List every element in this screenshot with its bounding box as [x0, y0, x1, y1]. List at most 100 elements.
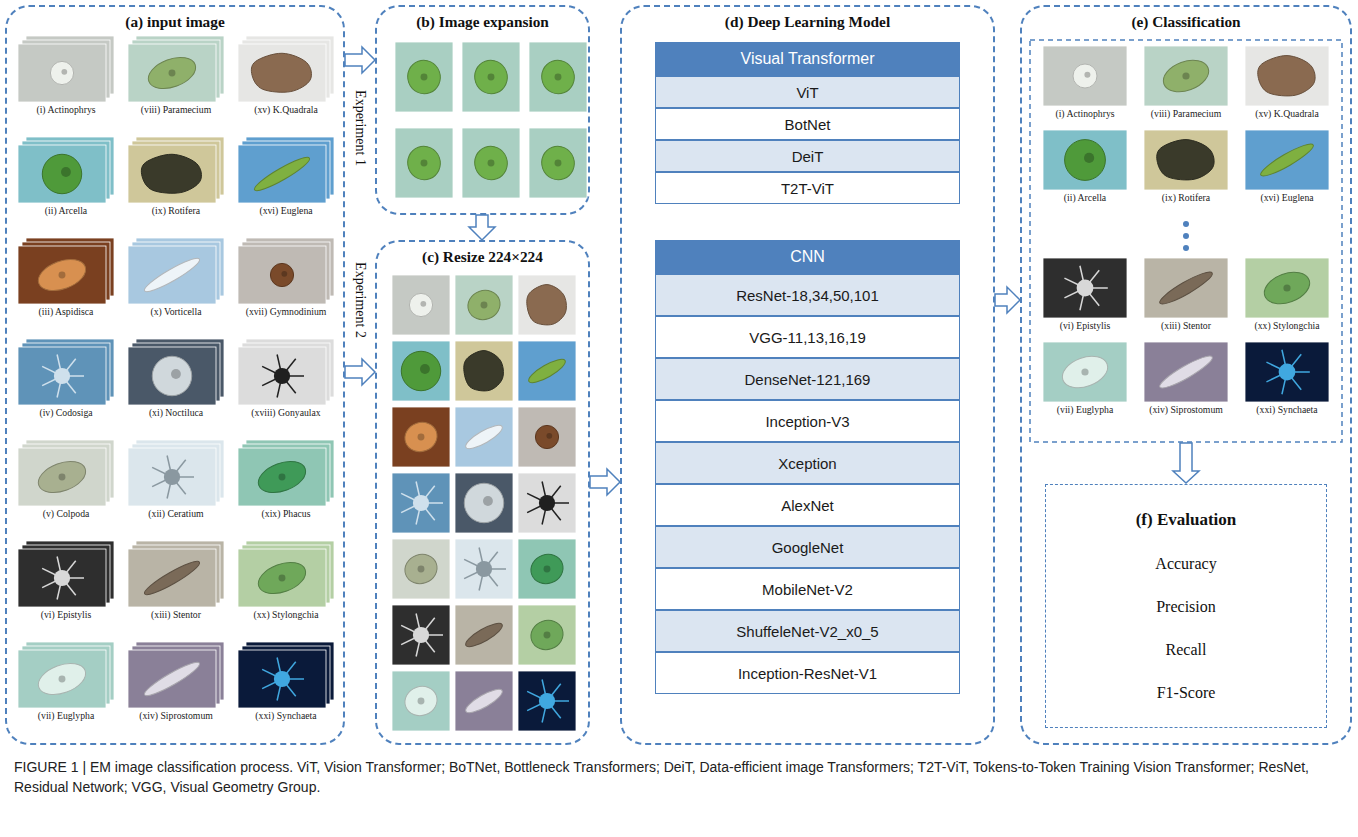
thumbnail-image [1238, 258, 1336, 318]
thumbnail-image [234, 137, 338, 203]
image-caption: (ii) Arcella [14, 205, 118, 216]
thumbnail-image [234, 440, 338, 506]
thumbnail: (xix) Phacus [234, 440, 338, 526]
model-box: DeiT [655, 140, 960, 172]
micrograph [462, 42, 520, 112]
thumbnail-image [14, 339, 118, 405]
micrograph [18, 44, 106, 102]
thumbnail: (xvi) Euglena [234, 137, 338, 223]
thumbnail: (xi) Noctiluca [124, 339, 228, 425]
panel-title: (f) Evaluation [1136, 510, 1237, 530]
micrograph [392, 539, 450, 599]
metric-name: F1-Score [1157, 684, 1216, 702]
thumbnail-image [14, 36, 118, 102]
image-caption: (xv) K.Quadrala [234, 104, 338, 115]
metric-name: Recall [1166, 641, 1207, 659]
model-box: T2T-ViT [655, 172, 960, 204]
micrograph [238, 347, 326, 405]
micrograph [1144, 130, 1228, 190]
header-text: CNN [790, 248, 825, 266]
thumbnail: (xxi) Synchaeta [234, 642, 338, 728]
thumbnail-image [1036, 46, 1134, 106]
image-caption: (vi) Epistylis [1036, 320, 1134, 331]
model-box: BotNet [655, 108, 960, 140]
thumbnail-image [234, 238, 338, 304]
model-name: BotNet [785, 116, 831, 133]
micrograph [395, 128, 453, 198]
model-name: VGG-11,13,16,19 [749, 329, 865, 346]
image-caption: (xiii) Stentor [124, 609, 228, 620]
thumbnail-image [234, 642, 338, 708]
image-grid [377, 242, 588, 743]
thumbnail-image [124, 137, 228, 203]
image-caption: (viii) Paramecium [124, 104, 228, 115]
panel-box: (d) Deep Learning ModelVisual Transforme… [620, 5, 995, 745]
model-name: MobileNet-V2 [762, 581, 853, 598]
header-text: Visual Transformer [741, 50, 875, 68]
panel-title: (d) Deep Learning Model [622, 13, 993, 31]
micrograph [1245, 258, 1329, 318]
thumbnail: (viii) Paramecium [124, 36, 228, 122]
micrograph [462, 128, 520, 198]
micrograph [128, 347, 216, 405]
thumbnail-image [14, 137, 118, 203]
image-caption: (xx) Stylongchia [234, 609, 338, 620]
thumbnail-image [1238, 130, 1336, 190]
image-caption: (vi) Epistylis [14, 609, 118, 620]
thumbnail-image [124, 36, 228, 102]
micrograph [18, 246, 106, 304]
thumbnail: (xvii) Gymnodinium [234, 238, 338, 324]
micrograph [518, 473, 576, 533]
micrograph [1245, 130, 1329, 190]
micrograph [128, 650, 216, 708]
image-caption: (xxi) Synchaeta [234, 710, 338, 721]
micrograph [392, 605, 450, 665]
thumbnail-image [14, 642, 118, 708]
micrograph [392, 671, 450, 731]
model-name: ResNet-18,34,50,101 [736, 287, 879, 304]
model-box: AlexNet [655, 484, 960, 526]
model-name: DenseNet-121,169 [745, 371, 871, 388]
micrograph [392, 341, 450, 401]
image-caption: (xviii) Gonyaulax [234, 407, 338, 418]
model-name: Inception-ResNet-V1 [738, 665, 877, 682]
image-caption: (xvi) Euglena [1238, 192, 1336, 203]
image-caption: (xi) Noctiluca [124, 407, 228, 418]
metric-name: Accuracy [1155, 555, 1216, 573]
model-box: Inception-V3 [655, 400, 960, 442]
thumbnail-image [124, 339, 228, 405]
micrograph [1043, 130, 1127, 190]
thumbnail-image [1137, 46, 1235, 106]
thumbnail: (viii) Paramecium [1137, 46, 1235, 126]
thumbnail-image [124, 541, 228, 607]
micrograph [518, 407, 576, 467]
model-name: AlexNet [781, 497, 834, 514]
image-caption: (ix) Rotifera [124, 205, 228, 216]
thumbnail-image [234, 339, 338, 405]
thumbnail: (i) Actinophrys [14, 36, 118, 122]
thumbnail: (xxi) Synchaeta [1238, 342, 1336, 422]
ellipsis-dot [1183, 233, 1189, 239]
model-name: Inception-V3 [765, 413, 849, 430]
image-caption: (v) Colpoda [14, 508, 118, 519]
edge-label: Experiment 2 [352, 260, 368, 340]
micrograph [518, 671, 576, 731]
thumbnail: (ii) Arcella [1036, 130, 1134, 210]
model-box: MobileNet-V2 [655, 568, 960, 610]
micrograph [18, 347, 106, 405]
thumbnail-image [1036, 342, 1134, 402]
model-box: DenseNet-121,169 [655, 358, 960, 400]
thumbnail: (iv) Codosiga [14, 339, 118, 425]
micrograph [392, 473, 450, 533]
micrograph [518, 275, 576, 335]
micrograph [238, 44, 326, 102]
model-box: ResNet-18,34,50,101 [655, 274, 960, 316]
micrograph [1043, 46, 1127, 106]
thumbnail-image [1036, 130, 1134, 190]
image-caption: (iii) Aspidisca [14, 306, 118, 317]
model-name: ShuffeleNet-V2_x0_5 [736, 623, 878, 640]
micrograph [455, 341, 513, 401]
micrograph [128, 145, 216, 203]
micrograph [529, 128, 587, 198]
thumbnail-image [1137, 258, 1235, 318]
